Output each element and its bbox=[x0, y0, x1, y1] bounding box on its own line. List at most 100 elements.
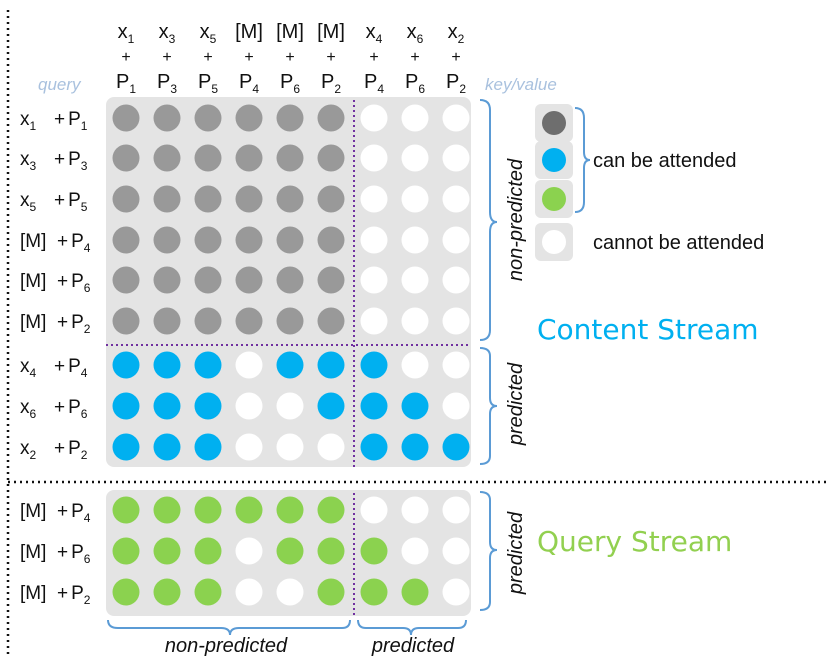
column-token-text: x bbox=[407, 21, 417, 43]
column-token-subscript: 5 bbox=[210, 32, 217, 46]
attention-cell-green bbox=[401, 578, 429, 606]
brace-content-predicted bbox=[479, 347, 498, 465]
attention-cell-green bbox=[235, 496, 263, 524]
row-token-text: x bbox=[20, 109, 30, 130]
attention-cell-gray bbox=[317, 226, 345, 254]
attention-cell-blue bbox=[112, 433, 140, 461]
row-token-text: [M] bbox=[20, 501, 46, 522]
column-token-subscript: 3 bbox=[169, 32, 176, 46]
column-position-subscript: 1 bbox=[129, 82, 136, 96]
attention-cell-gray bbox=[235, 104, 263, 132]
column-token-subscript: 6 bbox=[417, 32, 424, 46]
attention-cell-green bbox=[153, 578, 181, 606]
query-predicted-label: predicted bbox=[505, 511, 527, 595]
attention-cell-empty bbox=[401, 185, 429, 213]
attention-cell-empty bbox=[235, 537, 263, 565]
attention-cell-gray bbox=[235, 185, 263, 213]
attention-cell-blue bbox=[442, 433, 470, 461]
column-token-label: x4 bbox=[366, 21, 383, 46]
attention-cell-green bbox=[194, 496, 222, 524]
attention-cell-empty bbox=[401, 351, 429, 379]
column-position-label: P2 bbox=[446, 71, 466, 96]
attention-cell-empty bbox=[401, 537, 429, 565]
row-plus: + bbox=[57, 271, 68, 292]
attention-cell-empty bbox=[442, 578, 470, 606]
column-position-subscript: 3 bbox=[170, 82, 177, 96]
column-token-text: [M] bbox=[276, 21, 304, 43]
attention-cell-green bbox=[317, 496, 345, 524]
attention-cell-blue bbox=[112, 392, 140, 420]
column-position-label: P2 bbox=[321, 71, 341, 96]
column-plus: + bbox=[410, 49, 419, 66]
content-stream-grid: x1+P1x3+P3x5+P5[M]+P4[M]+P6[M]+P2x4+P4x6… bbox=[20, 104, 470, 462]
attention-cell-empty bbox=[360, 185, 388, 213]
row-plus: + bbox=[54, 438, 65, 459]
legend-brace bbox=[574, 107, 591, 213]
column-plus: + bbox=[326, 49, 335, 66]
row-position-text: P bbox=[71, 271, 84, 292]
bottom-predicted-label: predicted bbox=[371, 635, 455, 657]
attention-cell-green bbox=[194, 537, 222, 565]
column-position-text: P bbox=[280, 71, 293, 93]
column-token-subscript: 2 bbox=[458, 32, 465, 46]
row-plus: + bbox=[57, 542, 68, 563]
attention-cell-gray bbox=[276, 307, 304, 335]
row-token-text: x bbox=[20, 397, 30, 418]
row-label: x5+P5 bbox=[20, 190, 88, 214]
attention-cell-gray bbox=[276, 144, 304, 172]
column-plus: + bbox=[121, 49, 130, 66]
legend-dot-dark bbox=[542, 111, 566, 135]
column-token-label: [M] bbox=[235, 21, 263, 43]
attention-cell-empty bbox=[360, 104, 388, 132]
column-plus: + bbox=[451, 49, 460, 66]
row-token-text: x bbox=[20, 149, 30, 170]
column-position-text: P bbox=[198, 71, 211, 93]
column-token-label: x2 bbox=[448, 21, 465, 46]
attention-cell-green bbox=[317, 578, 345, 606]
attention-cell-gray bbox=[276, 185, 304, 213]
attention-cell-empty bbox=[401, 266, 429, 294]
attention-cell-blue bbox=[194, 351, 222, 379]
row-position-subscript: 2 bbox=[84, 322, 91, 336]
attention-cell-gray bbox=[317, 307, 345, 335]
column-position-text: P bbox=[239, 71, 252, 93]
attention-cell-empty bbox=[442, 392, 470, 420]
attention-cell-blue bbox=[401, 433, 429, 461]
row-position-subscript: 4 bbox=[84, 511, 91, 525]
column-token-label: [M] bbox=[317, 21, 345, 43]
attention-cell-green bbox=[112, 496, 140, 524]
attention-cell-blue bbox=[401, 392, 429, 420]
attention-cell-blue bbox=[360, 392, 388, 420]
column-position-text: P bbox=[321, 71, 334, 93]
attention-cell-gray bbox=[317, 266, 345, 294]
legend: can be attended cannot be attended bbox=[535, 104, 764, 261]
row-plus: + bbox=[57, 231, 68, 252]
column-position-subscript: 6 bbox=[293, 82, 300, 96]
attention-cell-gray bbox=[194, 144, 222, 172]
attention-cell-green bbox=[153, 537, 181, 565]
attention-cell-empty bbox=[235, 392, 263, 420]
row-position-subscript: 4 bbox=[84, 241, 91, 255]
attention-cell-empty bbox=[235, 578, 263, 606]
attention-cell-gray bbox=[153, 104, 181, 132]
row-position-text: P bbox=[68, 356, 81, 377]
row-plus: + bbox=[57, 312, 68, 333]
attention-cell-empty bbox=[317, 433, 345, 461]
attention-cell-empty bbox=[276, 433, 304, 461]
attention-cell-gray bbox=[153, 144, 181, 172]
row-position-text: P bbox=[68, 190, 81, 211]
row-token-text: [M] bbox=[20, 271, 46, 292]
attention-cell-empty bbox=[442, 266, 470, 294]
legend-dot-green bbox=[542, 187, 566, 211]
column-position-subscript: 5 bbox=[211, 82, 218, 96]
row-label: x2+P2 bbox=[20, 438, 88, 462]
column-position-subscript: 4 bbox=[377, 82, 384, 96]
row-token-text: [M] bbox=[20, 312, 46, 333]
attention-cell-blue bbox=[153, 392, 181, 420]
attention-cell-blue bbox=[317, 351, 345, 379]
attention-cell-gray bbox=[194, 307, 222, 335]
column-position-subscript: 4 bbox=[252, 82, 259, 96]
query-stream-grid: [M]+P4[M]+P6[M]+P2 bbox=[20, 496, 470, 607]
attention-cell-empty bbox=[401, 496, 429, 524]
attention-cell-gray bbox=[235, 266, 263, 294]
